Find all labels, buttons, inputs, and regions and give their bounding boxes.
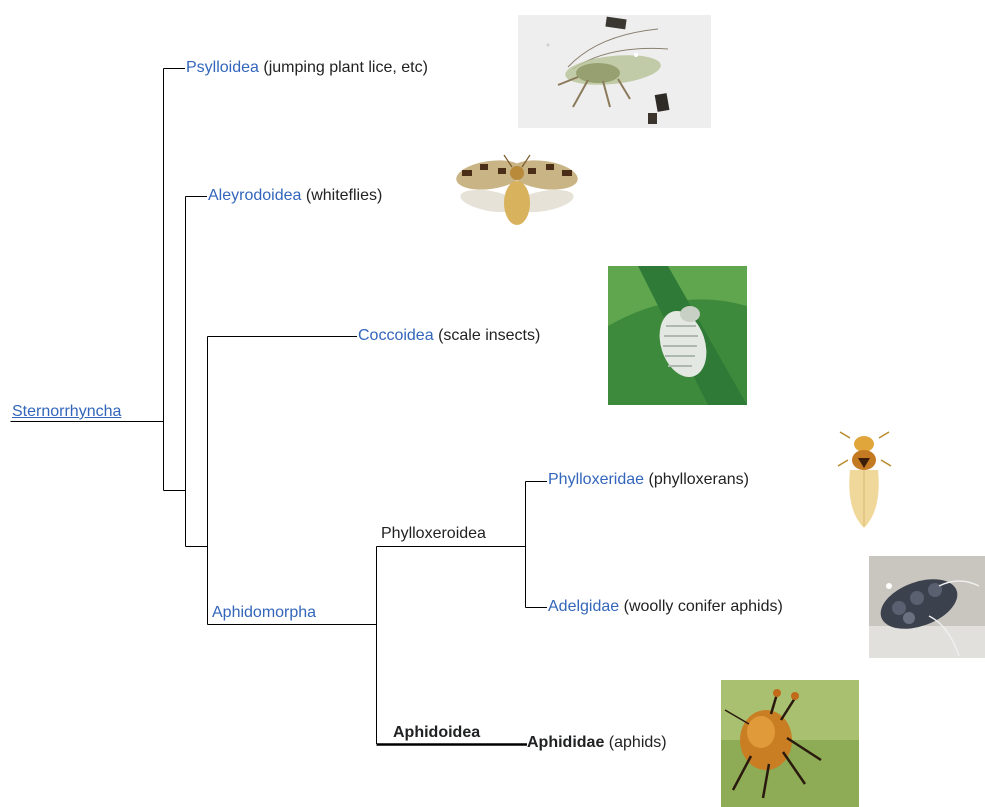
aphidoidea-label: Aphidoidea: [393, 723, 480, 743]
aphididae-name: Aphididae: [527, 734, 604, 751]
aleyrodoidea-label: Aleyrodoidea (whiteflies): [208, 186, 382, 206]
adelgid-photo[interactable]: [869, 556, 985, 658]
adelgidae-common: (woolly conifer aphids): [624, 598, 783, 615]
psyllid-photo[interactable]: [518, 15, 711, 128]
aleyrodoidea-common: (whiteflies): [306, 187, 382, 204]
aphidomorpha-label[interactable]: Aphidomorpha: [212, 603, 316, 623]
coccoidea-common: (scale insects): [438, 327, 540, 344]
aphid-photo[interactable]: [721, 680, 859, 807]
coccoidea-link[interactable]: Coccoidea: [358, 327, 434, 344]
coccoidea-label: Coccoidea (scale insects): [358, 326, 540, 346]
scale-insect-photo[interactable]: [608, 266, 747, 405]
aphididae-common: (aphids): [609, 734, 667, 751]
phylloxeroidea-name: Phylloxeroidea: [381, 525, 486, 542]
phylloxeridae-common: (phylloxerans): [649, 471, 749, 488]
psylloidea-label: Psylloidea (jumping plant lice, etc): [186, 58, 428, 78]
aphidoidea-name: Aphidoidea: [393, 724, 480, 741]
psylloidea-link[interactable]: Psylloidea: [186, 59, 259, 76]
phylloxeridae-label: Phylloxeridae (phylloxerans): [548, 470, 749, 490]
root-label[interactable]: Sternorrhyncha: [12, 402, 121, 422]
adelgidae-label: Adelgidae (woolly conifer aphids): [548, 597, 783, 617]
sternorrhyncha-link[interactable]: Sternorrhyncha: [12, 403, 121, 420]
phylloxeridae-link[interactable]: Phylloxeridae: [548, 471, 644, 488]
phylloxeroidea-label: Phylloxeroidea: [381, 524, 486, 544]
psylloidea-common: (jumping plant lice, etc): [263, 59, 428, 76]
aleyrodoidea-link[interactable]: Aleyrodoidea: [208, 187, 301, 204]
aphidomorpha-link[interactable]: Aphidomorpha: [212, 604, 316, 621]
aphididae-label: Aphididae (aphids): [527, 733, 667, 753]
adelgidae-link[interactable]: Adelgidae: [548, 598, 619, 615]
whitefly-illustration[interactable]: [454, 153, 580, 236]
phylloxeran-illustration[interactable]: [836, 430, 893, 531]
